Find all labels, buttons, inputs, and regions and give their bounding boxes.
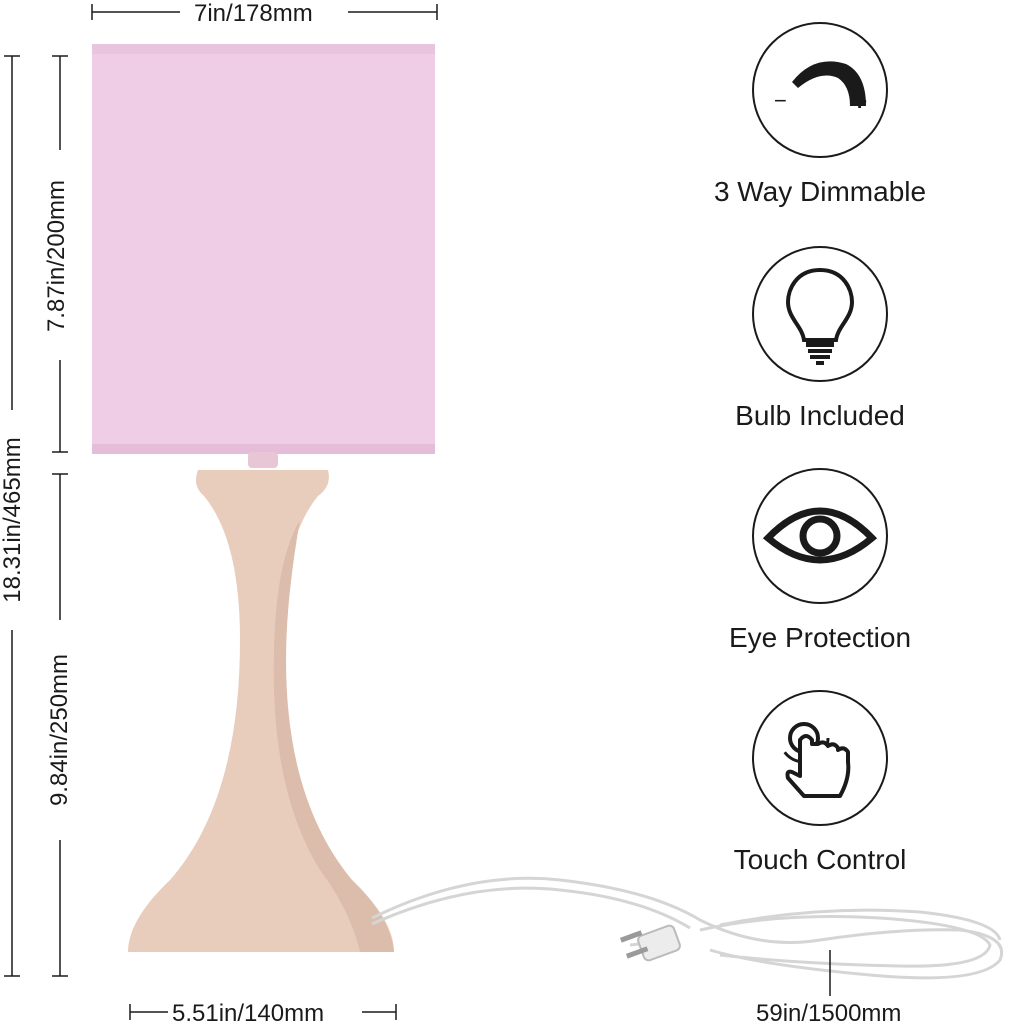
eye-icon bbox=[752, 468, 888, 604]
plug-icon bbox=[619, 924, 681, 962]
lamp-base-shadow bbox=[273, 520, 394, 952]
touch-hand-icon bbox=[752, 690, 888, 826]
feature-label: Touch Control bbox=[733, 844, 907, 875]
cord-length-label: 59in/1500mm bbox=[756, 1000, 902, 1027]
feature-eye: Eye Protection bbox=[700, 468, 940, 652]
feature-label: Bulb Included bbox=[735, 400, 905, 431]
feature-bulb: Bulb Included bbox=[700, 246, 940, 430]
total-height-label: 18.31in/465mm bbox=[0, 437, 26, 603]
dimmer-minus: − bbox=[774, 88, 787, 113]
base-height-label: 9.84in/250mm bbox=[46, 653, 73, 807]
base-width-label: 5.51in/140mm bbox=[172, 1000, 325, 1027]
feature-label: Eye Protection bbox=[728, 622, 912, 653]
bulb-icon bbox=[752, 246, 888, 382]
lamp-base bbox=[128, 470, 394, 952]
power-cord bbox=[371, 876, 1003, 980]
feature-touch: Touch Control bbox=[700, 690, 940, 874]
dimmer-icon: − + bbox=[752, 22, 888, 158]
shade-height-label: 7.87in/200mm bbox=[43, 179, 70, 333]
feature-label: 3 Way Dimmable bbox=[713, 176, 927, 207]
dimension-lines bbox=[4, 4, 831, 1020]
lamp-shade bbox=[92, 44, 435, 454]
shade-width-label: 7in/178mm bbox=[194, 0, 313, 27]
dimmer-plus: + bbox=[852, 86, 868, 116]
lamp-neck bbox=[248, 452, 278, 468]
feature-dimmable: − + 3 Way Dimmable bbox=[700, 22, 940, 206]
